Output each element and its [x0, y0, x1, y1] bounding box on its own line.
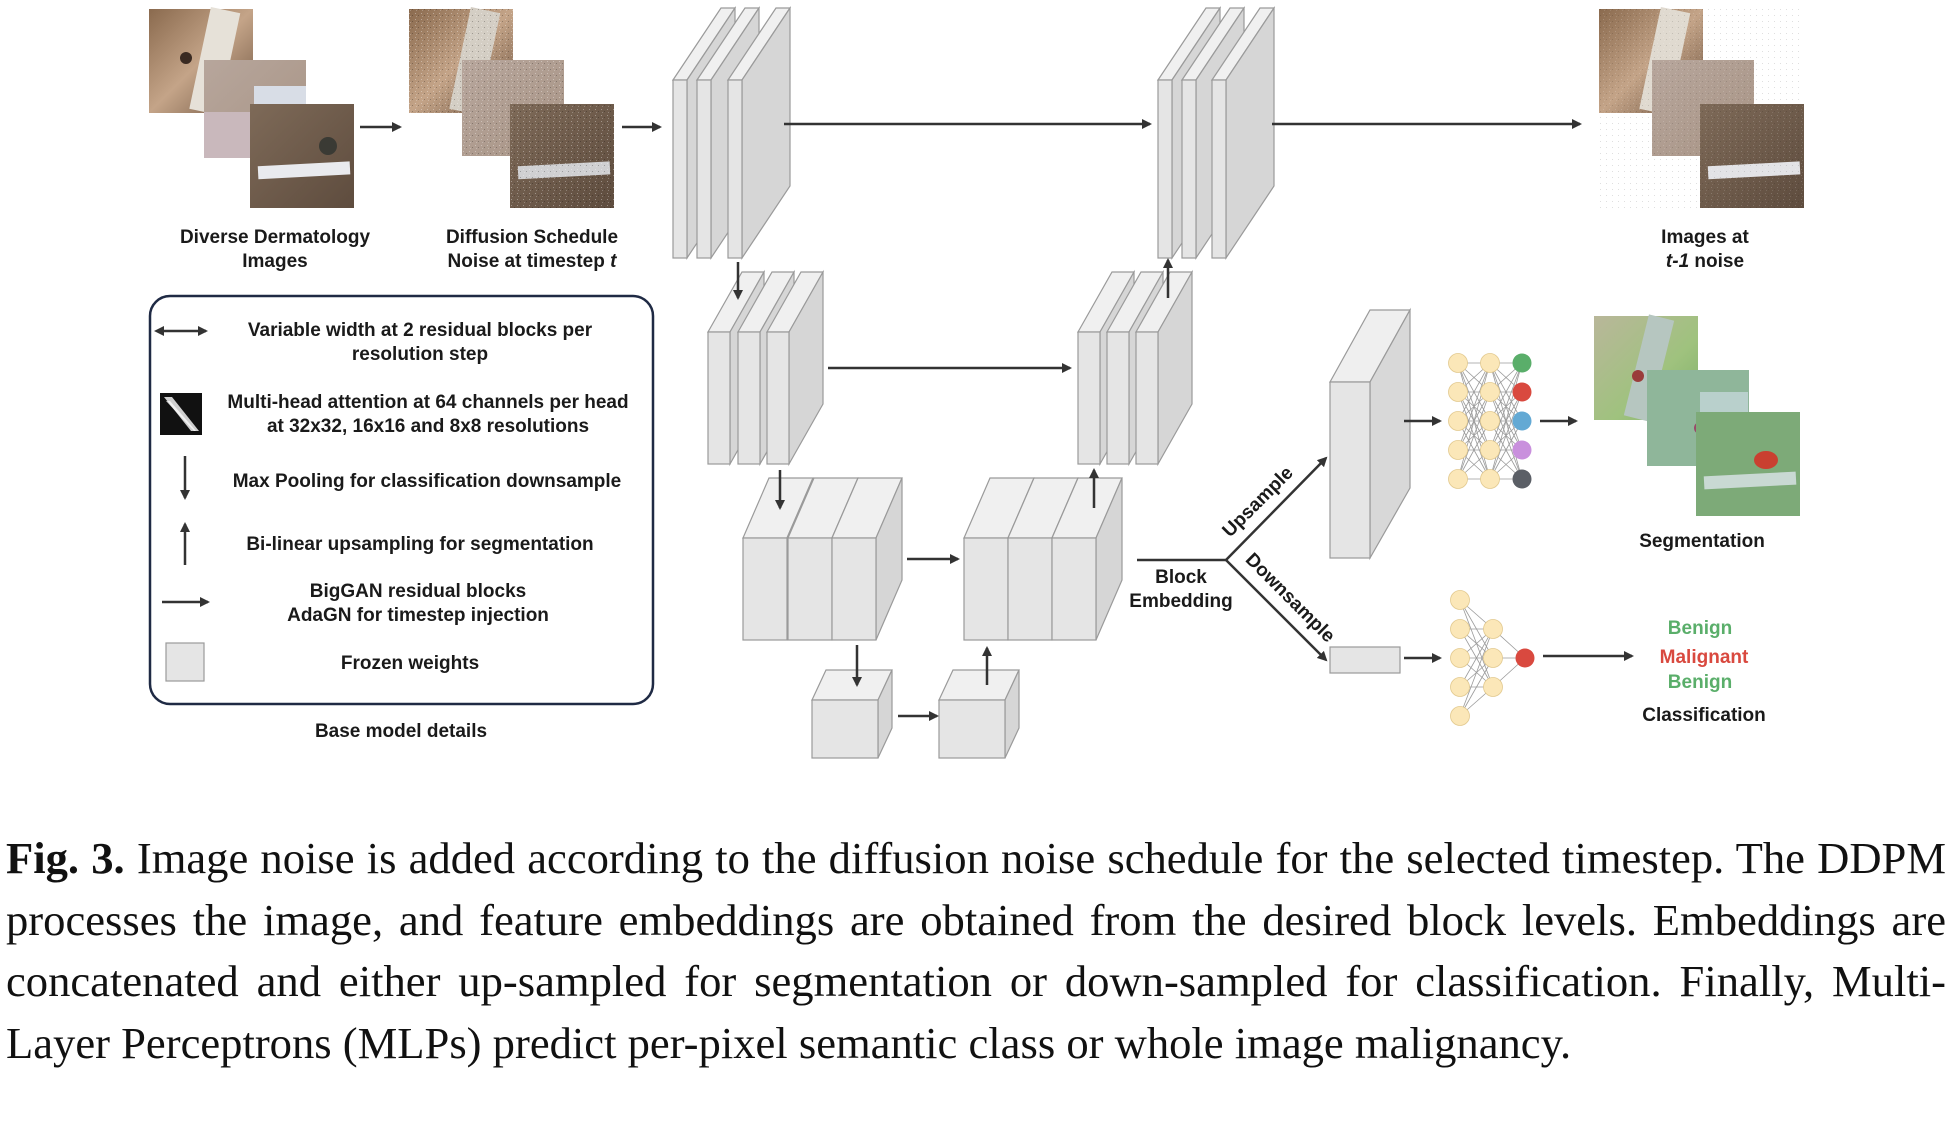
embedding-label-1: Block: [1155, 567, 1207, 588]
mlp-neuron: [1483, 677, 1503, 697]
encoder-l2-block: [765, 269, 825, 467]
mlp-output-node: [1512, 469, 1532, 489]
encoder-l3-block: [831, 477, 903, 641]
legend-caption: Base model details: [315, 721, 487, 742]
mlp-neuron: [1450, 677, 1470, 697]
mlp-edge: [1459, 628, 1494, 717]
mlp-neuron: [1448, 469, 1468, 489]
mlp-neuron: [1480, 440, 1500, 460]
frozen-block-icon: [165, 642, 205, 682]
mlp-edge: [1489, 362, 1523, 480]
decoder-l1-block: [1210, 6, 1276, 260]
legend-item-2-line2: at 32x32, 16x16 and 8x8 resolutions: [267, 416, 589, 437]
mlp-neuron: [1448, 353, 1468, 373]
mlp-neuron: [1480, 353, 1500, 373]
mlp-neuron: [1480, 382, 1500, 402]
noised-label-2: Noise at timestep t: [448, 251, 618, 272]
legend-item-5-line2: AdaGN for timestep injection: [287, 605, 549, 626]
output-label-2: t-1 noise: [1666, 251, 1744, 272]
output-label-1: Images at: [1661, 227, 1749, 248]
embedding-label-2: Embedding: [1129, 591, 1232, 612]
mlp-edge: [1489, 391, 1523, 480]
input-label-1: Diverse Dermatology: [180, 227, 371, 248]
legend-box: Variable width at 2 residual blocks per …: [148, 294, 655, 706]
figure-caption: Fig. 3. Image noise is added according t…: [6, 828, 1946, 1074]
mlp-edge: [1489, 362, 1523, 451]
decoder-l3-block: [1051, 477, 1123, 641]
skin-photo-3: [204, 104, 354, 208]
mlp-neuron: [1450, 590, 1470, 610]
class-result-2: Malignant: [1660, 647, 1749, 668]
classification-label: Classification: [1642, 705, 1766, 726]
mlp-neuron: [1448, 411, 1468, 431]
bottleneck-block-1: [811, 669, 893, 759]
mlp-neuron: [1450, 648, 1470, 668]
mlp-neuron: [1480, 469, 1500, 489]
mlp-edge: [1459, 657, 1494, 717]
mlp-output-node: [1512, 440, 1532, 460]
mlp-edge: [1489, 420, 1523, 480]
mlp-output-node: [1512, 411, 1532, 431]
mlp-neuron: [1480, 411, 1500, 431]
mlp-neuron: [1448, 382, 1468, 402]
segmentation-mlp: [1448, 353, 1532, 489]
mlp-neuron: [1450, 706, 1470, 726]
output-image-stack: [1599, 6, 1804, 208]
mlp-edge: [1457, 362, 1491, 480]
caption-lead: Fig. 3.: [6, 833, 125, 883]
class-result-1: Benign: [1668, 618, 1732, 639]
bottleneck-block-2: [938, 669, 1020, 759]
mlp-neuron: [1483, 619, 1503, 639]
encoder-l1-block: [726, 6, 792, 260]
downsample-arrow: [1225, 559, 1328, 662]
legend-item-4: Bi-linear upsampling for segmentation: [246, 534, 593, 555]
architecture-figure: Diverse Dermatology Images Diffusion Sch…: [148, 6, 1804, 759]
upsample-arrow: [1225, 456, 1328, 561]
noised-image-stack: [409, 6, 614, 208]
legend-item-6: Frozen weights: [341, 653, 479, 674]
upsampled-feature-block: [1328, 307, 1412, 561]
noised-label-1: Diffusion Schedule: [446, 227, 618, 248]
caption-text: Image noise is added according to the di…: [6, 833, 1946, 1068]
mlp-edge: [1489, 362, 1523, 422]
mlp-edge: [1457, 420, 1491, 480]
attention-map-icon: [160, 393, 202, 435]
downsampled-feature-block: [1329, 646, 1401, 674]
input-image-stack: [149, 6, 354, 208]
unet-blocks: [671, 6, 1276, 759]
class-result-3: Benign: [1668, 672, 1732, 693]
mlp-neuron: [1483, 648, 1503, 668]
legend-item-5-line1: BigGAN residual blocks: [310, 581, 526, 602]
legend-item-1-line1: Variable width at 2 residual blocks per: [248, 320, 593, 341]
mlp-neuron: [1450, 619, 1470, 639]
legend-item-3: Max Pooling for classification downsampl…: [233, 471, 622, 492]
mlp-output-node: [1512, 382, 1532, 402]
mlp-output-node: [1515, 648, 1535, 668]
mlp-output-node: [1512, 353, 1532, 373]
legend-item-2-line1: Multi-head attention at 64 channels per …: [227, 392, 628, 413]
upsample-label: Upsample: [1219, 463, 1298, 542]
mlp-edge: [1459, 628, 1494, 688]
segmentation-image-stack: [1594, 314, 1800, 516]
classification-mlp: [1450, 590, 1535, 726]
mlp-networks: [1448, 353, 1535, 726]
legend-item-1-line2: resolution step: [352, 344, 488, 365]
downsample-label: Downsample: [1241, 549, 1339, 647]
mlp-edge: [1457, 362, 1491, 422]
mlp-edge: [1457, 362, 1491, 451]
mlp-neuron: [1448, 440, 1468, 460]
input-label-2: Images: [242, 251, 307, 272]
segmentation-label: Segmentation: [1639, 531, 1765, 552]
mlp-edge: [1457, 391, 1491, 480]
decoder-l2-block: [1134, 269, 1194, 467]
